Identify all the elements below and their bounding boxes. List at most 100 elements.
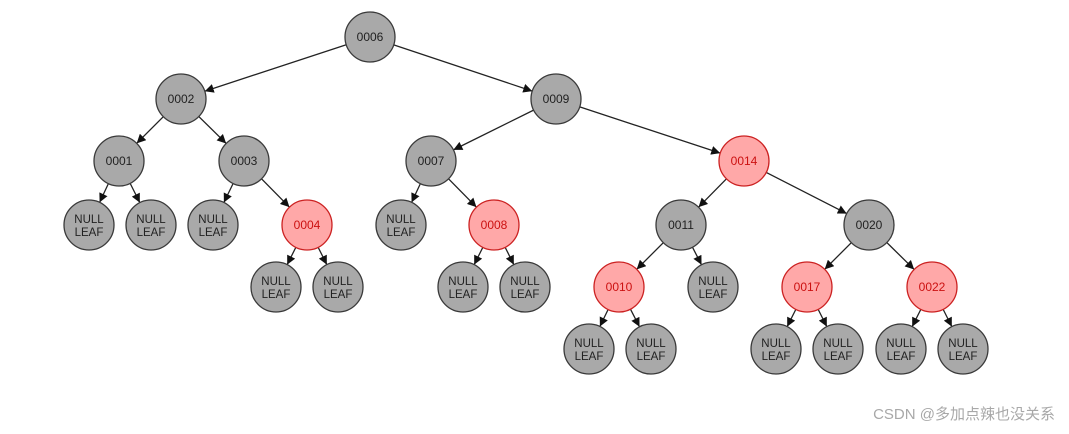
red-node-circle: [468, 199, 520, 251]
black-node-circle: [499, 261, 551, 313]
tree-node-0014: 0014: [718, 135, 770, 187]
tree-node-0001: 0001: [93, 135, 145, 187]
node-label: 0006: [357, 30, 384, 44]
black-node-circle: [63, 199, 115, 251]
red-node-circle: [281, 199, 333, 251]
edge-n0008-to-l8: [504, 247, 515, 265]
edge-n0014-to-n0020: [765, 171, 848, 215]
red-node-circle: [593, 261, 645, 313]
black-node-circle: [937, 323, 989, 375]
black-node-circle: [344, 11, 396, 63]
black-node-circle: [218, 135, 270, 187]
edge-n0001-to-l1: [99, 183, 109, 203]
edge-n0020-to-n0017: [824, 242, 852, 270]
node-label: 0001: [106, 154, 133, 168]
edge-n0006-to-n0002: [204, 44, 347, 93]
edge-n0011-to-n0010: [636, 242, 664, 270]
edge-n0014-to-n0011: [698, 178, 727, 208]
edge-n0006-to-n0009: [393, 44, 533, 93]
edge-n0007-to-n0008: [448, 178, 477, 208]
black-node-circle: [437, 261, 489, 313]
node-label: 0009: [543, 92, 570, 106]
node-label: 0017: [794, 280, 821, 294]
edge-n0017-to-l13: [817, 309, 828, 327]
tree-node-0009: 0009: [530, 73, 582, 125]
black-node-circle: [843, 199, 895, 251]
edge-n0010-to-l10: [599, 309, 609, 327]
tree-node-0008: 0008: [468, 199, 520, 251]
watermark: CSDN @多加点辣也没关系: [873, 406, 1055, 423]
node-label: 0020: [856, 218, 883, 232]
black-node-circle: [750, 323, 802, 375]
edge-n0017-to-l12: [786, 309, 797, 327]
tree-node-0007: 0007: [405, 135, 457, 187]
tree-node-0017: 0017: [781, 261, 833, 313]
tree-node-0010: 0010: [593, 261, 645, 313]
black-node-circle: [155, 73, 207, 125]
edge-n0003-to-n0004: [261, 178, 290, 208]
edge-n0004-to-l4: [286, 247, 297, 265]
edge-n0022-to-l15: [942, 309, 953, 327]
node-label: 0010: [606, 280, 633, 294]
tree-node-0006: 0006: [344, 11, 396, 63]
edge-n0007-to-l6: [411, 183, 421, 203]
edge-n0011-to-l9: [691, 246, 703, 266]
edge-n0008-to-l7: [473, 247, 484, 265]
black-node-circle: [687, 261, 739, 313]
black-node-circle: [250, 261, 302, 313]
tree-node-0022: 0022: [906, 261, 958, 313]
tree-node-0020: 0020: [843, 199, 895, 251]
black-node-circle: [93, 135, 145, 187]
tree-node-0004: 0004: [281, 199, 333, 251]
node-label: 0002: [168, 92, 195, 106]
node-label: 0014: [731, 154, 758, 168]
node-label: 0011: [668, 218, 694, 232]
black-node-circle: [875, 323, 927, 375]
tree-node-0002: 0002: [155, 73, 207, 125]
node-label: 0008: [481, 218, 508, 232]
node-label: 0003: [231, 154, 258, 168]
edge-n0009-to-n0007: [453, 109, 534, 151]
black-node-circle: [375, 199, 427, 251]
node-label: 0007: [418, 154, 445, 168]
edge-n0003-to-l3: [223, 183, 234, 203]
edge-n0002-to-n0001: [136, 116, 164, 144]
node-label: 0004: [294, 218, 321, 232]
edges-layer: [99, 44, 953, 328]
tree-node-0003: 0003: [218, 135, 270, 187]
tree-node-0011: 0011: [655, 199, 707, 251]
black-node-circle: [563, 323, 615, 375]
red-node-circle: [906, 261, 958, 313]
